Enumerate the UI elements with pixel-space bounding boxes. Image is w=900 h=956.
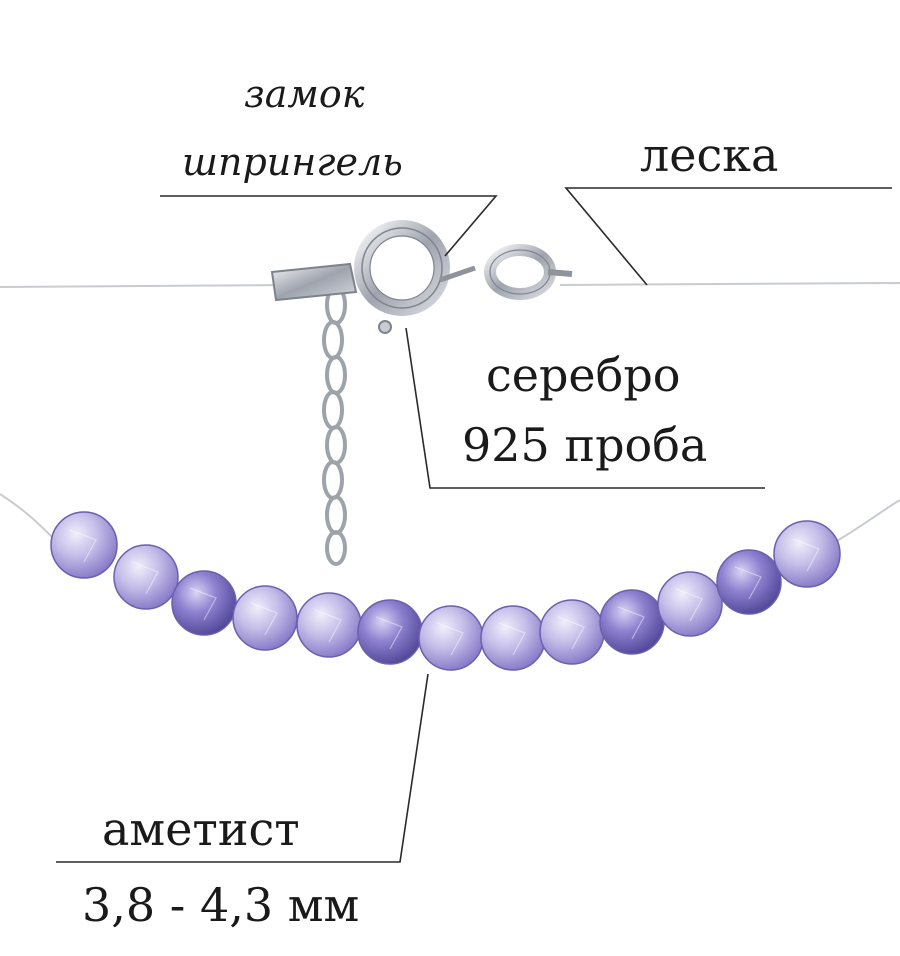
bead <box>418 605 484 671</box>
metal-label-line2: 925 проба <box>462 418 708 472</box>
amethyst-beads <box>50 511 841 671</box>
spring-ring-clasp <box>354 220 450 334</box>
leader-lines <box>56 187 892 863</box>
bead <box>113 544 179 610</box>
stone-label-line1: аметист <box>102 802 300 856</box>
clasp-label-line2: шпрингель <box>182 140 403 184</box>
bead <box>296 592 362 658</box>
stone-leader <box>56 673 429 863</box>
clasp-leader <box>160 195 498 257</box>
fishing-line <box>0 282 900 546</box>
bead <box>232 585 298 651</box>
fishing-line-label: леска <box>640 128 779 182</box>
jump-ring <box>439 244 573 300</box>
extension-chain <box>322 285 347 566</box>
bead <box>773 520 841 588</box>
bead <box>480 605 546 671</box>
bead <box>357 599 423 665</box>
bead <box>716 549 782 615</box>
stone-label-line2: 3,8 - 4,3 мм <box>82 878 360 932</box>
bead <box>171 570 237 636</box>
bead <box>50 511 118 579</box>
line-leader <box>564 187 892 286</box>
bead-facets <box>69 529 820 656</box>
bead <box>599 589 665 655</box>
silver-leader <box>405 327 765 489</box>
bead <box>539 599 605 665</box>
bead <box>657 571 723 637</box>
metal-label-line1: серебро <box>486 348 681 402</box>
clasp-label-line1: замок <box>244 72 365 116</box>
end-crimp <box>270 262 358 302</box>
